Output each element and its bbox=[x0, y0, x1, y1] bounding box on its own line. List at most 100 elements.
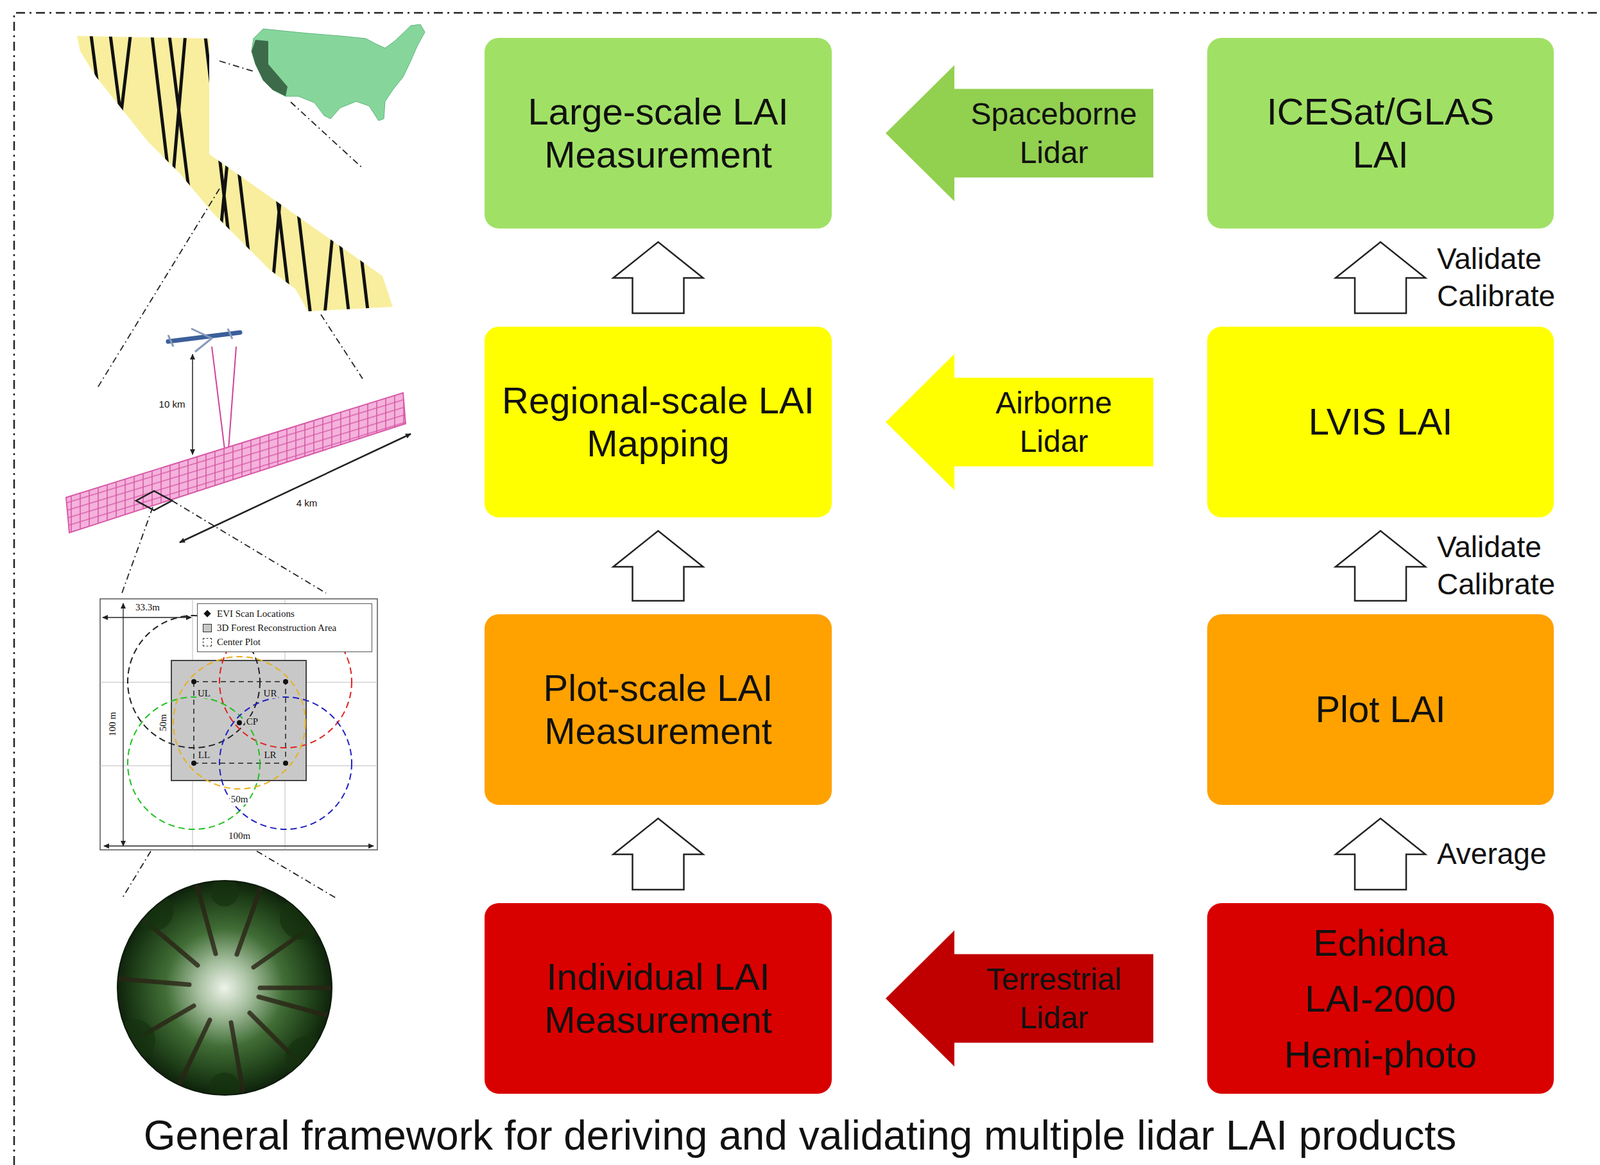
dimension-line bbox=[191, 354, 194, 455]
edge-label: Validate Calibrate bbox=[1436, 528, 1572, 603]
box-text: Plot LAI bbox=[1315, 688, 1446, 732]
edge-label: Validate Calibrate bbox=[1436, 240, 1572, 315]
dimension-text: CP bbox=[245, 716, 260, 727]
legend-text: 3D Forest Reconstruction Area bbox=[216, 622, 337, 634]
edge-label-text: Spaceborne Lidar bbox=[959, 94, 1149, 173]
plot-frame bbox=[100, 598, 378, 850]
scan-point bbox=[236, 720, 242, 726]
box-text: LAI-2000 bbox=[1304, 970, 1456, 1027]
canopy-patch bbox=[210, 877, 239, 907]
process-box: Individual LAI Measurement bbox=[484, 903, 832, 1094]
legend-row: EVI Scan Locations bbox=[202, 606, 367, 621]
canopy bbox=[114, 877, 332, 1104]
edge-label-text: Airborne Lidar bbox=[959, 383, 1149, 461]
figure-label: LL bbox=[197, 748, 212, 761]
canopy-patch bbox=[114, 1019, 156, 1061]
figure-label: 50m bbox=[229, 793, 250, 805]
legend-row: Center Plot bbox=[202, 634, 367, 649]
figure-label: 100m bbox=[227, 829, 252, 842]
process-box: Large-scale LAI Measurement bbox=[484, 37, 832, 229]
dimension-line bbox=[122, 603, 124, 846]
block-arrow bbox=[885, 930, 1154, 1067]
process-box: LVIS LAI bbox=[1207, 326, 1554, 518]
process-box: EchidnaLAI-2000Hemi-photo bbox=[1207, 903, 1554, 1094]
photo-rim bbox=[117, 880, 332, 1095]
canopy-patch bbox=[209, 1072, 241, 1104]
figure-label: 10 km bbox=[157, 398, 187, 411]
edge-label: Airborne Lidar bbox=[959, 383, 1149, 461]
dimension-text: UL bbox=[196, 688, 212, 699]
canopy-patch bbox=[134, 892, 174, 931]
edge-label: Spaceborne Lidar bbox=[959, 94, 1149, 173]
scan-circle bbox=[219, 696, 352, 830]
scan-point bbox=[283, 679, 289, 685]
dimension-text: 33.3m bbox=[134, 602, 162, 613]
dimension-text: LR bbox=[262, 749, 278, 760]
scan-point bbox=[191, 679, 197, 685]
edge-label: Terrestrial Lidar bbox=[959, 960, 1149, 1038]
process-box: Plot LAI bbox=[1207, 614, 1554, 805]
process-box: Plot-scale LAI Measurement bbox=[484, 614, 832, 805]
us-map bbox=[251, 24, 425, 121]
scan-point bbox=[283, 760, 289, 766]
dimension-text: 50m bbox=[157, 713, 169, 733]
airplane-wings bbox=[168, 328, 233, 352]
leader-line bbox=[219, 60, 363, 169]
box-text: Hemi-photo bbox=[1284, 1026, 1477, 1083]
hollow-arrow bbox=[613, 530, 704, 601]
dimension-text: 10 km bbox=[157, 398, 187, 410]
figure-label: 4 km bbox=[295, 497, 319, 509]
reconstruction-area bbox=[171, 660, 307, 781]
dimension-line bbox=[179, 433, 411, 543]
dimension-text: 50m bbox=[229, 793, 250, 805]
hollow-arrow bbox=[1335, 818, 1426, 890]
figure-label: 50m bbox=[157, 713, 169, 733]
box-text: LVIS LAI bbox=[1308, 400, 1454, 444]
edge-label-text: Validate Calibrate bbox=[1436, 528, 1572, 603]
dimension-text: UR bbox=[262, 688, 279, 699]
figure-label: CP bbox=[245, 715, 260, 728]
process-box: Regional-scale LAI Mapping bbox=[484, 326, 832, 518]
tree-trunks bbox=[119, 885, 331, 1093]
dimension-text: 4 km bbox=[295, 497, 319, 509]
legend-row: 3D Forest Reconstruction Area bbox=[202, 620, 367, 635]
caption-box: General framework for deriving and valid… bbox=[0, 1112, 1600, 1160]
box-text: Echidna bbox=[1313, 914, 1448, 971]
box-text: ICESat/GLAS LAI bbox=[1245, 90, 1516, 176]
plot-grid bbox=[100, 598, 378, 850]
edge-label-text: Average bbox=[1436, 835, 1572, 873]
scan-points bbox=[191, 679, 289, 766]
figure-label: 33.3m bbox=[134, 601, 162, 613]
caption: General framework for deriving and valid… bbox=[143, 1112, 1457, 1159]
plot-marker bbox=[136, 490, 173, 511]
frame-border bbox=[14, 12, 1600, 1165]
hollow-arrow bbox=[613, 241, 704, 314]
figure-label: 100 m bbox=[106, 710, 119, 738]
box-text: Large-scale LAI Measurement bbox=[497, 90, 819, 176]
edge-label: Average bbox=[1436, 835, 1572, 873]
legend-box: EVI Scan Locations 3D Forest Reconstructi… bbox=[197, 603, 373, 653]
dimension-line bbox=[103, 845, 374, 846]
edge-label-text: Validate Calibrate bbox=[1436, 240, 1572, 315]
figure-label: UL bbox=[196, 687, 212, 699]
hollow-arrow bbox=[1335, 241, 1426, 314]
canopy-patch bbox=[284, 1035, 332, 1083]
box-text: Plot-scale LAI Measurement bbox=[497, 666, 819, 753]
figure-label: LR bbox=[262, 748, 278, 761]
hemi-photo bbox=[117, 880, 332, 1095]
california-highlight bbox=[251, 39, 288, 97]
laser-beam bbox=[211, 346, 237, 450]
legend-text: EVI Scan Locations bbox=[216, 608, 295, 620]
hollow-arrow bbox=[1335, 530, 1426, 601]
legend-dashed-square bbox=[202, 637, 212, 647]
dimension-text: 100 m bbox=[107, 710, 118, 738]
block-arrow bbox=[885, 65, 1154, 202]
leader-line bbox=[97, 188, 363, 388]
figure-label: UR bbox=[262, 687, 279, 699]
legend-text: Center Plot bbox=[216, 636, 261, 648]
legend-swatch bbox=[202, 623, 212, 633]
dimension-line bbox=[102, 616, 192, 618]
box-text: Regional-scale LAI Mapping bbox=[497, 379, 819, 465]
